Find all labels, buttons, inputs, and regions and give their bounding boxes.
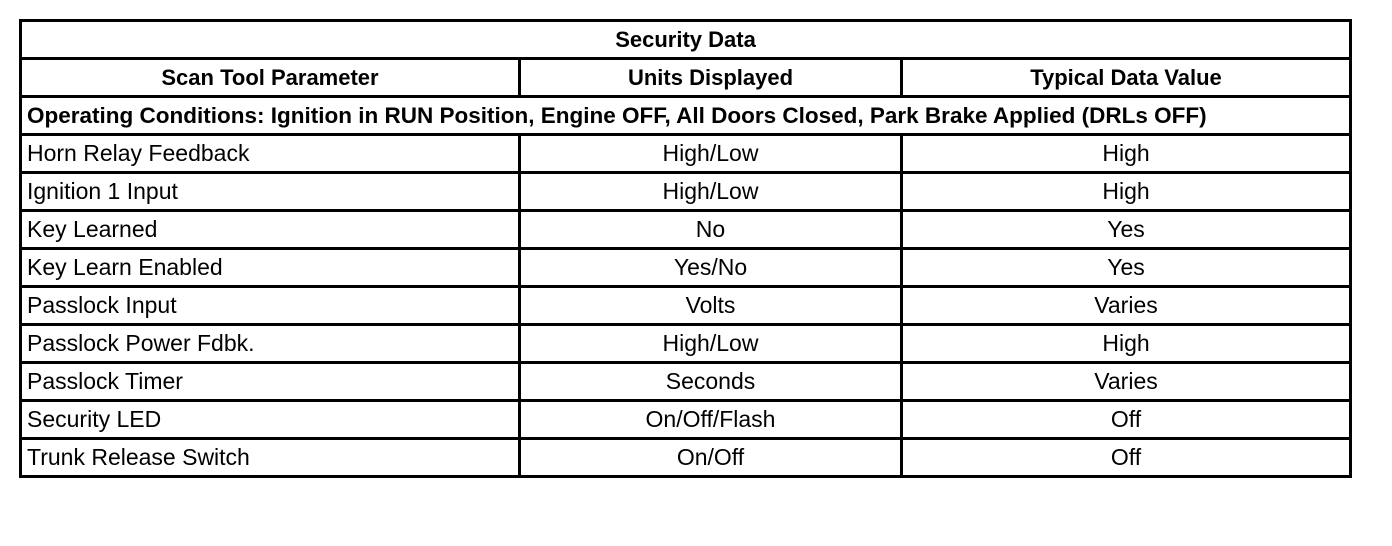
typical-value-cell: Off bbox=[900, 437, 1352, 478]
typical-value-cell: High bbox=[900, 171, 1352, 212]
table-row: Trunk Release Switch On/Off Off bbox=[19, 437, 1352, 478]
typical-value-cell: Yes bbox=[900, 247, 1352, 288]
table-row: Passlock Power Fdbk. High/Low High bbox=[19, 323, 1352, 364]
security-data-table: Security Data Scan Tool Parameter Units … bbox=[19, 19, 1352, 478]
parameter-cell: Security LED bbox=[19, 399, 521, 440]
typical-value-cell: High bbox=[900, 323, 1352, 364]
parameter-cell: Ignition 1 Input bbox=[19, 171, 521, 212]
table-row: Passlock Input Volts Varies bbox=[19, 285, 1352, 326]
table-row: Security LED On/Off/Flash Off bbox=[19, 399, 1352, 440]
table-row: Horn Relay Feedback High/Low High bbox=[19, 133, 1352, 174]
parameter-cell: Passlock Input bbox=[19, 285, 521, 326]
units-cell: No bbox=[518, 209, 903, 250]
operating-conditions-row: Operating Conditions: Ignition in RUN Po… bbox=[19, 95, 1352, 136]
table-row: Passlock Timer Seconds Varies bbox=[19, 361, 1352, 402]
table-header-row: Scan Tool Parameter Units Displayed Typi… bbox=[19, 57, 1352, 98]
typical-value-cell: Varies bbox=[900, 285, 1352, 326]
units-cell: High/Low bbox=[518, 323, 903, 364]
typical-value-cell: High bbox=[900, 133, 1352, 174]
table-title-row: Security Data bbox=[19, 19, 1352, 60]
typical-value-cell: Yes bbox=[900, 209, 1352, 250]
units-cell: Yes/No bbox=[518, 247, 903, 288]
typical-value-cell: Off bbox=[900, 399, 1352, 440]
parameter-cell: Passlock Timer bbox=[19, 361, 521, 402]
units-cell: Seconds bbox=[518, 361, 903, 402]
typical-value-cell: Varies bbox=[900, 361, 1352, 402]
parameter-cell: Trunk Release Switch bbox=[19, 437, 521, 478]
units-cell: High/Low bbox=[518, 171, 903, 212]
operating-conditions: Operating Conditions: Ignition in RUN Po… bbox=[19, 95, 1352, 136]
units-cell: Volts bbox=[518, 285, 903, 326]
table-title: Security Data bbox=[19, 19, 1352, 60]
column-header-parameter: Scan Tool Parameter bbox=[19, 57, 521, 98]
units-cell: On/Off/Flash bbox=[518, 399, 903, 440]
column-header-units: Units Displayed bbox=[518, 57, 903, 98]
parameter-cell: Key Learned bbox=[19, 209, 521, 250]
table-row: Ignition 1 Input High/Low High bbox=[19, 171, 1352, 212]
parameter-cell: Passlock Power Fdbk. bbox=[19, 323, 521, 364]
column-header-typical: Typical Data Value bbox=[900, 57, 1352, 98]
table-row: Key Learned No Yes bbox=[19, 209, 1352, 250]
table-row: Key Learn Enabled Yes/No Yes bbox=[19, 247, 1352, 288]
units-cell: On/Off bbox=[518, 437, 903, 478]
units-cell: High/Low bbox=[518, 133, 903, 174]
parameter-cell: Horn Relay Feedback bbox=[19, 133, 521, 174]
parameter-cell: Key Learn Enabled bbox=[19, 247, 521, 288]
